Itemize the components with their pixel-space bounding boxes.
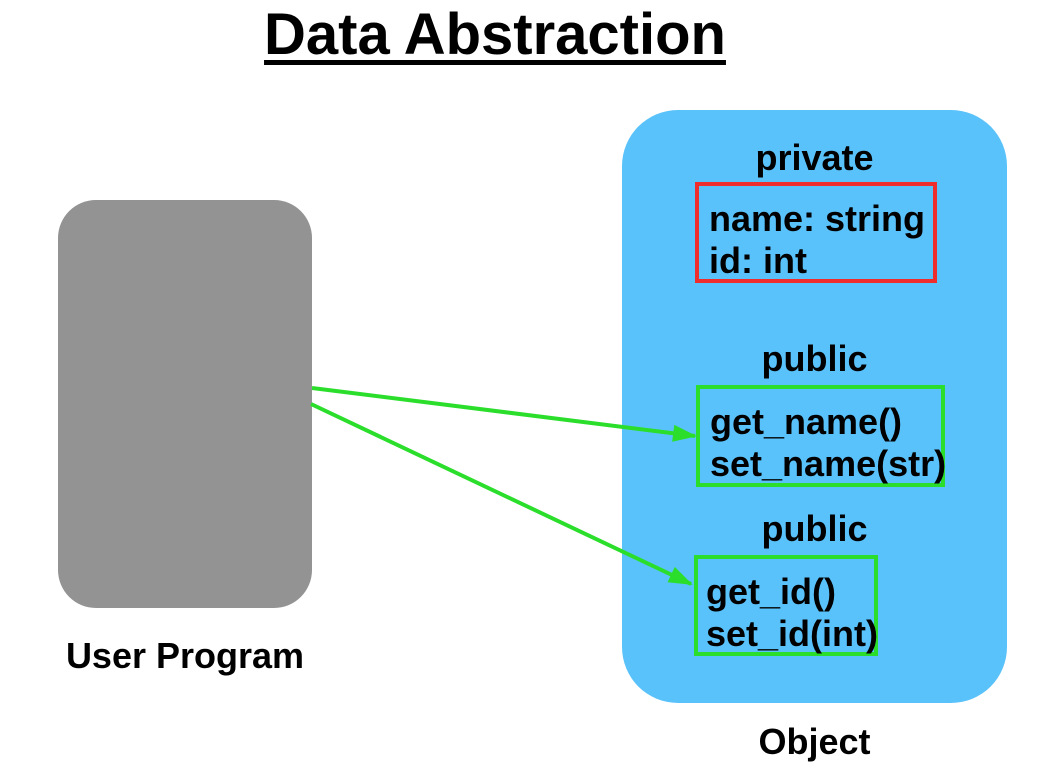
user-program-box [58, 200, 312, 608]
method-get-id: get_id() [706, 571, 836, 612]
private-access-label: private [755, 137, 874, 178]
private-members-box: name: string id: int [695, 182, 937, 283]
object-label: Object [758, 721, 871, 762]
public-name-methods-box: get_name() set_name(str) [696, 385, 947, 487]
public-access-label-2: public [761, 508, 868, 549]
member-id-int: id: int [709, 240, 807, 281]
public-id-methods-box: get_id() set_id(int) [694, 555, 878, 656]
method-set-id: set_id(int) [706, 613, 879, 654]
public-access-label-1: public [761, 338, 868, 379]
user-program-label: User Program [65, 635, 305, 676]
page-title: Data Abstraction [264, 2, 726, 67]
method-get-name: get_name() [710, 401, 903, 442]
method-set-name: set_name(str) [710, 443, 947, 484]
member-name-string: name: string [709, 198, 926, 239]
